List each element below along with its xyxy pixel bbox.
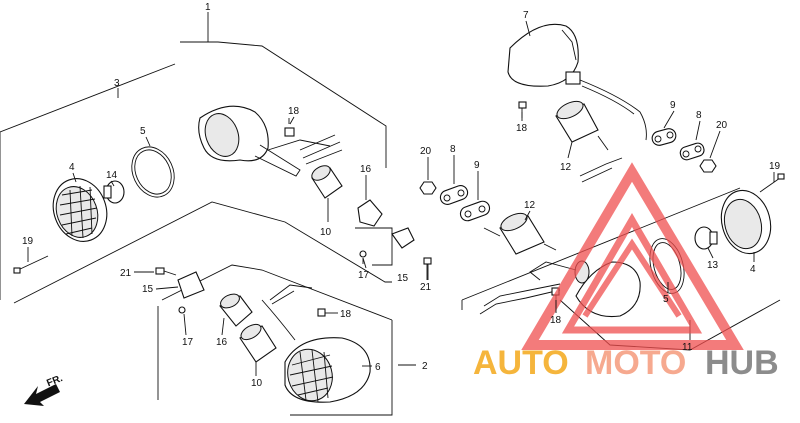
callout-18c: 18 (516, 123, 528, 134)
callout-18a: 18 (288, 106, 300, 117)
callout-9a: 9 (474, 160, 480, 171)
callout-9b: 9 (670, 100, 676, 111)
callout-20a: 20 (420, 146, 432, 157)
part-screw-19-right (759, 173, 785, 193)
callout-1: 1 (205, 2, 211, 13)
callout-13: 13 (707, 260, 719, 271)
part-nut-20-left (419, 181, 437, 195)
direction-label: FR. (45, 373, 64, 389)
callout-16b: 16 (216, 337, 228, 348)
callout-16a: 16 (360, 164, 372, 175)
callout-15a: 15 (142, 284, 154, 295)
part-screw-17-lower (178, 306, 186, 314)
callout-6: 6 (375, 362, 381, 373)
callout-20b: 20 (716, 120, 728, 131)
part-lens-upper-left (52, 178, 108, 242)
callout-21b: 21 (420, 282, 432, 293)
part-screw-19-upper-left (13, 255, 49, 274)
part-bulb-13-right (694, 226, 718, 250)
part-unit-12-middle (483, 212, 557, 255)
part-lamp-7-upper-right (507, 23, 647, 141)
direction-arrow (24, 384, 60, 406)
callout-labels: 1 2 3 4 4 5 5 6 7 8 8 9 9 10 10 11 12 12… (22, 2, 781, 389)
callout-12a: 12 (560, 162, 572, 173)
watermark-moto: MOTO (585, 344, 686, 382)
callout-4a: 4 (69, 162, 75, 173)
watermark-text: AUTO MOTO HUB (473, 344, 779, 382)
callout-17a: 17 (358, 270, 370, 281)
callout-4b: 4 (750, 264, 756, 275)
watermark-triangle-mid (582, 238, 682, 318)
part-grommet-9-upper (651, 128, 677, 146)
part-screw-21-mid (423, 257, 432, 280)
callout-19a: 19 (22, 236, 34, 247)
callout-10a: 10 (320, 227, 332, 238)
part-lens-4-right (720, 189, 772, 255)
part-grommet-9-middle (459, 200, 491, 222)
callout-7: 7 (523, 10, 529, 21)
callout-17b: 17 (182, 337, 194, 348)
part-plate-8-upper (679, 142, 705, 161)
callout-5b: 5 (663, 294, 669, 305)
callout-8a: 8 (450, 144, 456, 155)
part-bulb-upper-left (103, 180, 125, 204)
part-screw-18-right-upper (518, 101, 527, 118)
part-screw-18-lower (317, 308, 338, 317)
callout-8b: 8 (696, 110, 702, 121)
callout-2: 2 (422, 361, 428, 372)
watermark-hub: HUB (705, 344, 779, 382)
watermark-triangle-outer (521, 162, 744, 350)
part-connector-16-lower (219, 293, 253, 327)
part-housing-upper-left (198, 105, 343, 177)
callout-5a: 5 (140, 126, 146, 137)
callout-11: 11 (682, 342, 693, 353)
callout-21a: 21 (120, 268, 132, 279)
part-unit-12-upper (555, 100, 623, 183)
callout-10b: 10 (251, 378, 263, 389)
part-socket-upper (311, 165, 343, 222)
part-socket-10-lower (239, 323, 277, 363)
part-nut-20-upper (699, 159, 717, 173)
callout-15b: 15 (397, 273, 409, 284)
callout-3: 3 (114, 78, 120, 89)
part-bracket-15-upper (359, 227, 415, 264)
part-ring-upper-left (131, 146, 175, 198)
part-connector-16-upper (357, 175, 383, 227)
callout-12b: 12 (524, 200, 536, 211)
callout-18b: 18 (340, 309, 352, 320)
part-bracket-15-lower (177, 271, 205, 299)
callout-18d: 18 (550, 315, 562, 326)
part-wiring-lower (261, 284, 313, 341)
part-lens-6-lower (284, 337, 371, 403)
watermark-triangle-inner (561, 213, 703, 334)
callout-leaders (27, 20, 775, 376)
watermark-auto: AUTO (473, 344, 569, 382)
callout-19b: 19 (769, 161, 781, 172)
callout-14: 14 (106, 170, 118, 181)
part-screw-18-upper (284, 118, 295, 137)
part-plate-8-middle (439, 185, 469, 205)
watermark (521, 162, 744, 350)
part-screw-21-lower (155, 267, 177, 276)
